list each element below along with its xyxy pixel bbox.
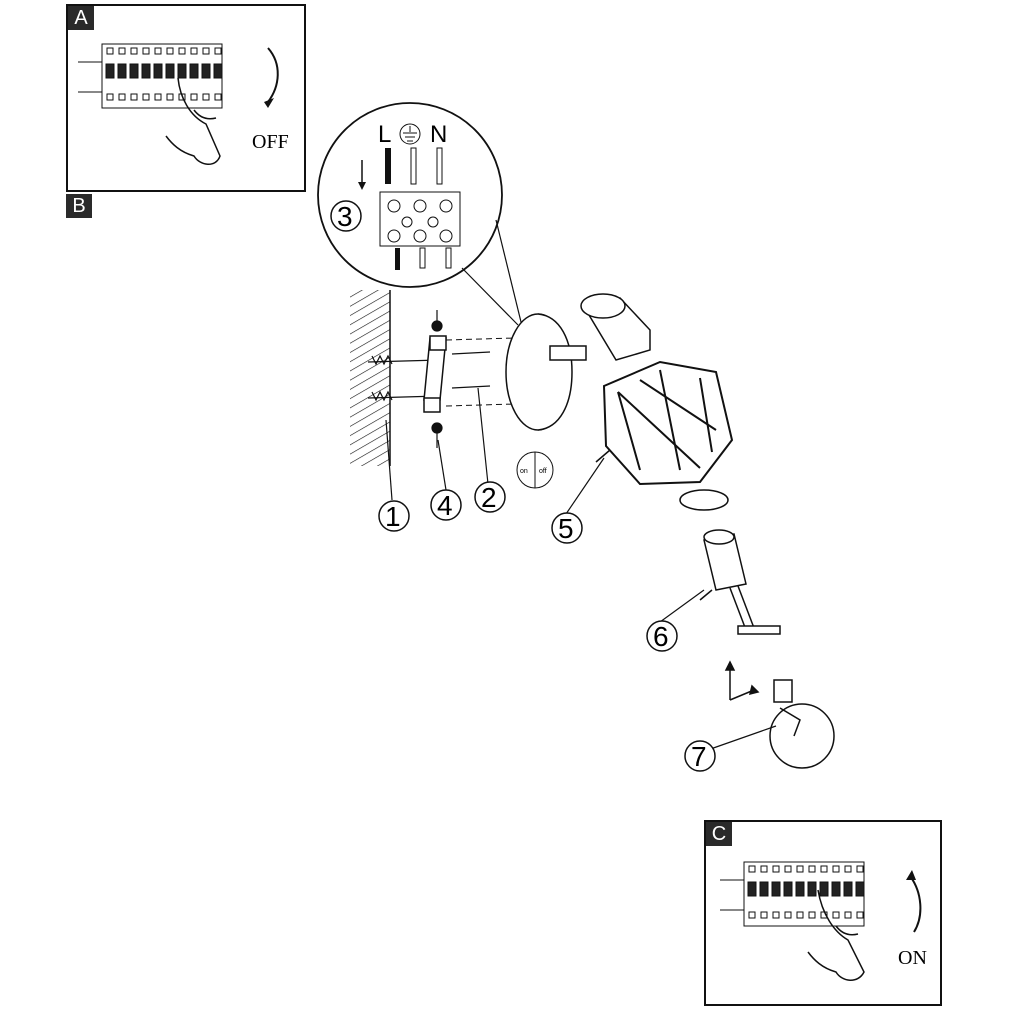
breaker-terminal bbox=[748, 911, 756, 919]
breaker-terminal bbox=[202, 93, 210, 101]
breaker-terminal bbox=[130, 93, 138, 101]
earth-ground-icon bbox=[399, 123, 421, 145]
breaker-terminal bbox=[760, 865, 768, 873]
hand-icon bbox=[807, 889, 865, 981]
rotate-arrow-icon bbox=[267, 47, 279, 103]
breaker-terminal bbox=[760, 911, 768, 919]
off-label: OFF bbox=[252, 131, 289, 153]
breaker-lever bbox=[807, 881, 817, 897]
step-4-label: 4 bbox=[437, 490, 453, 521]
panel-a-tag: A bbox=[68, 6, 94, 30]
bracket-icon bbox=[423, 335, 447, 413]
on-off-switch-icon: on off bbox=[516, 451, 554, 489]
panel-b-tag: B bbox=[66, 194, 92, 218]
breaker-terminal bbox=[832, 865, 840, 873]
switch-on-label: on bbox=[520, 468, 528, 475]
breaker-lever bbox=[771, 881, 781, 897]
breaker-terminal bbox=[130, 47, 138, 55]
breaker-terminal bbox=[772, 865, 780, 873]
breaker-illustration-on: ON bbox=[720, 861, 927, 981]
breaker-terminal bbox=[142, 47, 150, 55]
breaker-terminal bbox=[118, 47, 126, 55]
breaker-lever bbox=[129, 63, 139, 79]
breaker-terminal bbox=[106, 93, 114, 101]
breaker-lever bbox=[783, 881, 793, 897]
breaker-lever bbox=[855, 881, 865, 897]
step-2-label: 2 bbox=[481, 482, 497, 513]
wire-label-neutral: N bbox=[430, 121, 447, 148]
step-1-label: 1 bbox=[385, 501, 401, 532]
breaker-terminal bbox=[178, 47, 186, 55]
breaker-terminal bbox=[832, 911, 840, 919]
switch-off-label: off bbox=[539, 468, 547, 475]
wiring-detail: L N 3 bbox=[317, 102, 523, 327]
breaker-terminal bbox=[118, 93, 126, 101]
breaker-lever bbox=[201, 63, 211, 79]
breaker-lever bbox=[747, 881, 757, 897]
breaker-icon bbox=[720, 861, 865, 927]
breaker-illustration-off: OFF bbox=[78, 43, 289, 165]
panel-c-switch-on: ON C bbox=[704, 820, 942, 1006]
breaker-lever bbox=[831, 881, 841, 897]
lamp-holder-icon bbox=[703, 529, 781, 635]
hand-icon bbox=[165, 77, 221, 165]
breaker-lever bbox=[165, 63, 175, 79]
step-6-label: 6 bbox=[653, 621, 669, 652]
breaker-terminal bbox=[820, 865, 828, 873]
breaker-terminal bbox=[844, 865, 852, 873]
terminal-block-icon bbox=[379, 191, 461, 247]
breaker-lever bbox=[819, 881, 829, 897]
breaker-terminal bbox=[106, 47, 114, 55]
breaker-lever bbox=[843, 881, 853, 897]
panel-a-switch-off: OFF A bbox=[66, 4, 306, 192]
breaker-lever bbox=[141, 63, 151, 79]
breaker-terminal bbox=[214, 47, 222, 55]
lamp-ring bbox=[679, 489, 729, 511]
breaker-lever bbox=[117, 63, 127, 79]
breaker-lever bbox=[153, 63, 163, 79]
breaker-lever bbox=[189, 63, 199, 79]
spotlight-head bbox=[580, 293, 651, 361]
rotate-arrow-icon bbox=[595, 449, 760, 701]
breaker-terminal bbox=[856, 865, 864, 873]
breaker-terminal bbox=[784, 865, 792, 873]
step-7-label: 7 bbox=[691, 741, 707, 772]
breaker-lever bbox=[105, 63, 115, 79]
step-3-label: 3 bbox=[337, 201, 353, 232]
step-5-label: 5 bbox=[558, 513, 574, 544]
screw-icon bbox=[367, 310, 491, 448]
rotate-arrow-icon bbox=[909, 875, 922, 933]
breaker-lever bbox=[213, 63, 223, 79]
breaker-terminal bbox=[856, 911, 864, 919]
breaker-terminal bbox=[166, 47, 174, 55]
breaker-terminal bbox=[166, 93, 174, 101]
on-label: ON bbox=[898, 947, 927, 969]
breaker-terminal bbox=[808, 865, 816, 873]
breaker-terminal bbox=[142, 93, 150, 101]
breaker-terminal bbox=[154, 47, 162, 55]
canopy-icon bbox=[505, 313, 587, 431]
breaker-terminal bbox=[772, 911, 780, 919]
wire-label-live: L bbox=[378, 121, 391, 148]
breaker-terminal bbox=[202, 47, 210, 55]
breaker-terminal bbox=[190, 47, 198, 55]
breaker-lever bbox=[177, 63, 187, 79]
breaker-terminal bbox=[796, 911, 804, 919]
breaker-terminal bbox=[796, 865, 804, 873]
breaker-terminal bbox=[748, 865, 756, 873]
breaker-terminal bbox=[844, 911, 852, 919]
breaker-lever bbox=[759, 881, 769, 897]
breaker-terminal bbox=[190, 93, 198, 101]
panel-c-tag: C bbox=[706, 822, 732, 846]
wall-icon bbox=[350, 290, 391, 466]
shade-icon bbox=[602, 360, 734, 486]
breaker-terminal bbox=[808, 911, 816, 919]
breaker-terminal bbox=[214, 93, 222, 101]
breaker-terminal bbox=[784, 911, 792, 919]
bulb-icon bbox=[769, 679, 835, 769]
breaker-lever bbox=[795, 881, 805, 897]
breaker-terminal bbox=[154, 93, 162, 101]
breaker-icon bbox=[78, 43, 223, 109]
